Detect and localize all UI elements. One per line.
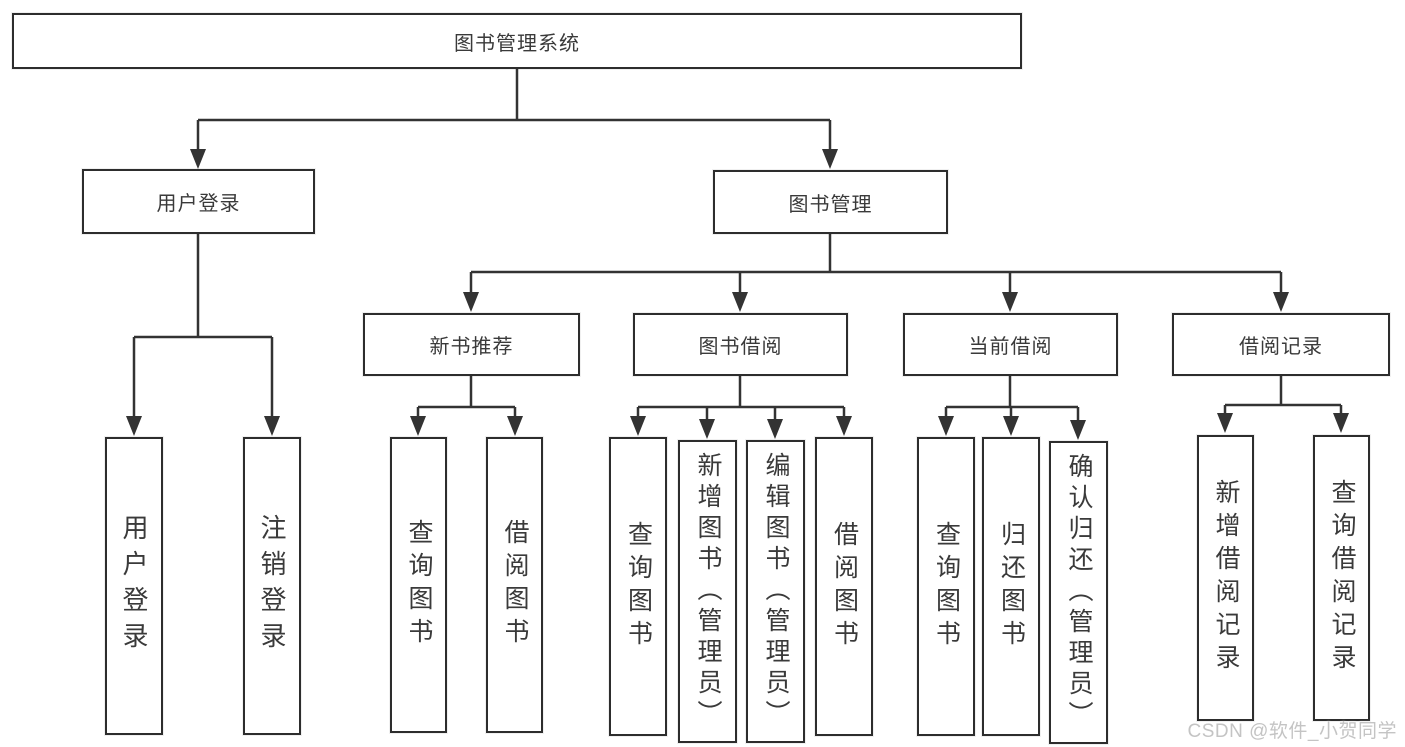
arrowheads [126, 149, 1349, 440]
leaf-cb-return-books: 归还图书 [982, 437, 1040, 736]
node-book-management-label: 图书管理 [788, 193, 873, 216]
node-borrow-records: 借阅记录 [1172, 313, 1390, 376]
leaf-nbr-query-books-label: 查询图书 [405, 519, 433, 651]
leaf-user-login-label: 用户登录 [119, 514, 149, 658]
node-current-borrow-label: 当前借阅 [968, 336, 1053, 358]
arrowhead [630, 416, 646, 436]
leaf-br-add-record: 新增借阅记录 [1197, 435, 1254, 721]
leaf-bb-add-books-label: 新增图书（管理员） [694, 452, 722, 731]
node-root: 图书管理系统 [12, 13, 1022, 69]
leaf-nbr-query-books: 查询图书 [390, 437, 447, 733]
arrowhead [190, 149, 206, 169]
leaf-cb-query-books-label: 查询图书 [932, 520, 961, 653]
connector-path [132, 68, 1343, 422]
arrowhead [767, 419, 783, 439]
watermark: CSDN @软件_小贺同学 [1187, 721, 1397, 742]
arrowhead [264, 416, 280, 436]
leaf-bb-edit-books-label: 编辑图书（管理员） [762, 452, 790, 731]
arrowhead [1217, 413, 1233, 433]
leaf-bb-query-books: 查询图书 [609, 437, 667, 736]
leaf-br-query-record: 查询借阅记录 [1313, 435, 1370, 721]
arrowhead [1003, 416, 1019, 436]
node-new-book-recommend-label: 新书推荐 [429, 336, 514, 358]
node-new-book-recommend: 新书推荐 [363, 313, 580, 376]
arrowhead [732, 292, 748, 312]
node-current-borrow: 当前借阅 [903, 313, 1118, 376]
node-borrow-records-label: 借阅记录 [1239, 336, 1323, 358]
leaf-cb-confirm-return: 确认归还（管理员） [1049, 441, 1108, 744]
arrowhead [836, 416, 852, 436]
leaf-cb-return-books-label: 归还图书 [997, 520, 1026, 653]
arrowhead [126, 416, 142, 436]
leaf-nbr-borrow-books: 借阅图书 [486, 437, 543, 733]
node-book-management: 图书管理 [713, 170, 948, 234]
arrowhead [699, 419, 715, 439]
arrowhead [1273, 292, 1289, 312]
leaf-bb-query-books-label: 查询图书 [624, 520, 653, 653]
leaf-logout-label: 注销登录 [257, 514, 287, 658]
node-user-login-label: 用户登录 [156, 193, 241, 215]
leaf-logout: 注销登录 [243, 437, 301, 735]
leaf-bb-add-books: 新增图书（管理员） [678, 440, 737, 743]
leaf-br-query-record-label: 查询借阅记录 [1328, 479, 1356, 677]
node-root-label: 图书管理系统 [454, 32, 580, 55]
leaf-bb-borrow-books-label: 借阅图书 [830, 520, 859, 653]
arrowhead [1333, 413, 1349, 433]
leaf-bb-borrow-books: 借阅图书 [815, 437, 873, 736]
leaf-cb-query-books: 查询图书 [917, 437, 975, 736]
node-book-borrow: 图书借阅 [633, 313, 848, 376]
arrowhead [410, 416, 426, 436]
leaf-br-add-record-label: 新增借阅记录 [1212, 479, 1240, 677]
arrowhead [822, 149, 838, 169]
leaf-nbr-borrow-books-label: 借阅图书 [501, 519, 529, 651]
arrowhead [507, 416, 523, 436]
leaf-user-login: 用户登录 [105, 437, 163, 735]
arrowhead [1002, 292, 1018, 312]
arrowhead [463, 292, 479, 312]
arrowhead [1070, 420, 1086, 440]
leaf-bb-edit-books: 编辑图书（管理员） [746, 440, 805, 743]
node-user-login: 用户登录 [82, 169, 315, 234]
leaf-cb-confirm-return-label: 确认归还（管理员） [1065, 453, 1093, 732]
arrowhead [938, 416, 954, 436]
node-book-borrow-label: 图书借阅 [698, 336, 783, 358]
